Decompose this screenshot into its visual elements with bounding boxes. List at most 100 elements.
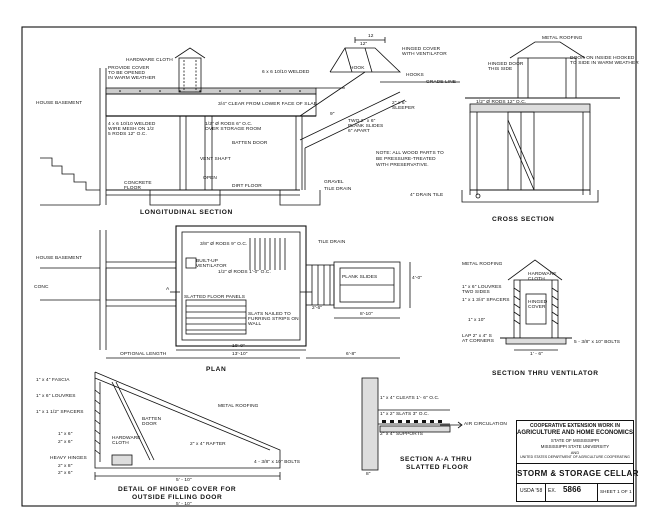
label-vent-shaft: VENT SHAFT — [200, 157, 231, 162]
label-vent-dim-2: 1' - 6" — [530, 352, 543, 357]
label-slats-2: FURRING STRIPS ON — [248, 317, 299, 322]
title-block-line-3: STATE OF MISSISSIPPI — [550, 438, 600, 443]
label-h-dim-6: 5' - 10" — [176, 502, 192, 507]
title-block-line-2: AGRICULTURE AND HOME ECONOMICS — [517, 430, 633, 436]
label-hardware-cloth: HARDWARE CLOTH — [126, 58, 173, 63]
label-batten-door: BATTEN DOOR — [232, 141, 268, 146]
title-hinged-cover-2: OUTSIDE FILLING DOOR — [132, 494, 223, 501]
slatted-floor-drawing — [361, 377, 463, 471]
ventilator-section-drawing — [500, 259, 572, 351]
label-h-dim-1: 1" x 6" — [58, 432, 73, 437]
label-hooks: HOOKS — [406, 73, 424, 78]
label-dim-8-10: 8'-10" — [360, 312, 373, 317]
label-hinged-door-2: THIS SIDE — [488, 67, 513, 72]
label-plan-rods-9: 3/8" Ø RODS 9" O.C. — [200, 242, 248, 247]
title-block-sheet: SHEET 1 OF 1 — [600, 489, 632, 494]
title-block: COOPERATIVE EXTENSION WORK IN AGRICULTUR… — [516, 420, 639, 502]
label-rods-over-storage-2: OVER STORAGE ROOM — [205, 127, 262, 132]
label-built-up-2: VENTILATOR — [196, 264, 227, 269]
label-batten-2: DOOR — [142, 422, 157, 427]
label-gravel: GRAVEL — [324, 180, 344, 185]
label-lap-2: AT CORNERS — [462, 339, 495, 344]
cross-section-drawing — [461, 41, 620, 203]
label-vent-metal-roofing: METAL ROOFING — [462, 262, 503, 267]
label-planks-1: TWO 2" x 6" — [348, 119, 376, 124]
louvre-marks — [513, 287, 559, 325]
label-section-marker-a: A — [166, 287, 170, 292]
plan-drawing — [40, 225, 411, 359]
title-block-ex-number: 5866 — [563, 485, 582, 494]
title-section-thru-ventilator: SECTION THRU VENTILATOR — [492, 370, 599, 377]
sheet-border — [21, 26, 637, 507]
label-dim-12b: 12" — [360, 42, 368, 47]
label-built-up-1: BUILT-UP — [196, 259, 219, 264]
label-louvres-2: TWO SIDES — [462, 290, 490, 295]
label-mesh-3: 5 RODS 12" O.C. — [108, 132, 147, 137]
label-note-1: NOTE: ALL WOOD PARTS TO — [376, 151, 444, 156]
label-sleeper-2: SLEEPER — [392, 106, 415, 111]
label-note-2: BE PRESSURE-TREATED — [376, 157, 436, 162]
title-section-a-a-1: SECTION A-A THRU — [400, 456, 473, 463]
label-spacers-h: 1" x 1 1/2" SPACERS — [36, 410, 84, 415]
label-concrete-floor-1: CONCRETE — [124, 181, 152, 186]
label-rafter: 2" x 4" RAFTER — [190, 442, 226, 447]
label-h-hardware-2: CLOTH — [112, 441, 129, 446]
title-plan: PLAN — [206, 366, 227, 373]
label-welded-mesh: 6 x 6 10/10 WELDED — [262, 70, 310, 75]
label-vent-hardware-1: HARDWARE — [528, 272, 557, 277]
title-block-drawing-title: STORM & STORAGE CELLAR — [517, 469, 639, 478]
title-block-line-5: AND — [570, 450, 580, 455]
label-mesh-2: WIRE MESH ON 1/2 — [108, 127, 154, 132]
label-tile-drain: TILE DRAIN — [324, 187, 352, 192]
label-h-dim-3: 2" x 8" — [58, 464, 73, 469]
label-slats-oc: 1" x 2" SLATS 3" O.C. — [380, 412, 429, 417]
label-planks-3: 6" APART — [348, 129, 370, 134]
title-block-line-6: UNITED STATES DEPARTMENT OF AGRICULTURE … — [520, 455, 630, 459]
label-slats-1: SLATS NAILED TO — [248, 312, 291, 317]
label-dirt-floor: DIRT FLOOR — [232, 184, 262, 189]
label-dim-13-10: 13'-10" — [232, 352, 248, 357]
label-hinged-cover-vent-2: COVER — [528, 305, 546, 310]
label-hinged-cover-2: WITH VENTILATOR — [402, 52, 447, 57]
label-vent-bolts: 5 - 3/8" x 10" BOLTS — [574, 340, 621, 345]
label-hinged-cover-1: HINGED COVER — [402, 47, 441, 52]
label-slat-dim: 8" — [366, 472, 371, 477]
label-concrete-floor-2: FLOOR — [124, 186, 142, 191]
title-section-a-a-2: SLATTED FLOOR — [406, 464, 469, 471]
label-door-inside-1: DOOR ON INSIDE HOOKED — [570, 56, 635, 61]
hinged-louvre-marks — [94, 389, 101, 455]
title-block-line-4: MISSISSIPPI STATE UNIVERSITY — [540, 444, 610, 449]
label-h-dim-5: 5' - 10" — [176, 478, 192, 483]
label-dim-2-6: 2'-6" — [312, 306, 323, 311]
title-longitudinal-section: LONGITUDINAL SECTION — [140, 209, 233, 216]
label-fascia: 1" x 4" FASCIA — [36, 378, 70, 383]
label-h-metal-roofing: METAL ROOFING — [218, 404, 259, 409]
label-supports: 2" x 4" SUPPORTS — [380, 432, 424, 437]
longitudinal-section-drawing — [40, 37, 460, 206]
label-door-inside-2: TO SIDE IN WARM WEATHER — [570, 61, 639, 66]
label-air-circulation: AIR CIRCULATION — [464, 422, 507, 427]
title-block-ex-label: EX. — [548, 488, 557, 494]
label-clear-from-slab: 3/4" CLEAR FROM LOWER FACE OF SLAB — [218, 102, 317, 107]
label-optional-length: OPTIONAL LENGTH — [120, 352, 167, 357]
label-h-dim-4: 2" x 6" — [58, 471, 73, 476]
label-slatted-panels: SLATTED FLOOR PANELS — [184, 295, 245, 300]
label-dim-10-0: 10'-0" — [232, 344, 245, 349]
label-mesh-1: 4 x 6 10/10 WELDED — [108, 122, 156, 127]
title-hinged-cover-1: DETAIL OF HINGED COVER FOR — [118, 486, 237, 493]
label-provide-cover-3: IN WARM WEATHER — [108, 76, 156, 81]
stair-hatch — [249, 238, 286, 270]
title-cross-section: CROSS SECTION — [492, 216, 555, 223]
label-hinged-cover-vent-1: HINGED — [528, 300, 548, 305]
label-dim-6-8: 6'-8" — [346, 352, 357, 357]
label-dim-9: 9" — [330, 112, 335, 117]
label-open: OPEN — [203, 176, 217, 181]
hinged-cover-drawing — [94, 371, 281, 480]
label-dim-12: 12 — [368, 34, 374, 39]
label-drain-tile: 4" DRAIN TILE — [410, 193, 444, 198]
label-batten-1: BATTEN — [142, 417, 162, 422]
label-rods-over-storage-1: 1/2" Ø RODS 6" O.C. — [205, 122, 253, 127]
label-grade-line: GRADE LINE — [426, 80, 457, 85]
